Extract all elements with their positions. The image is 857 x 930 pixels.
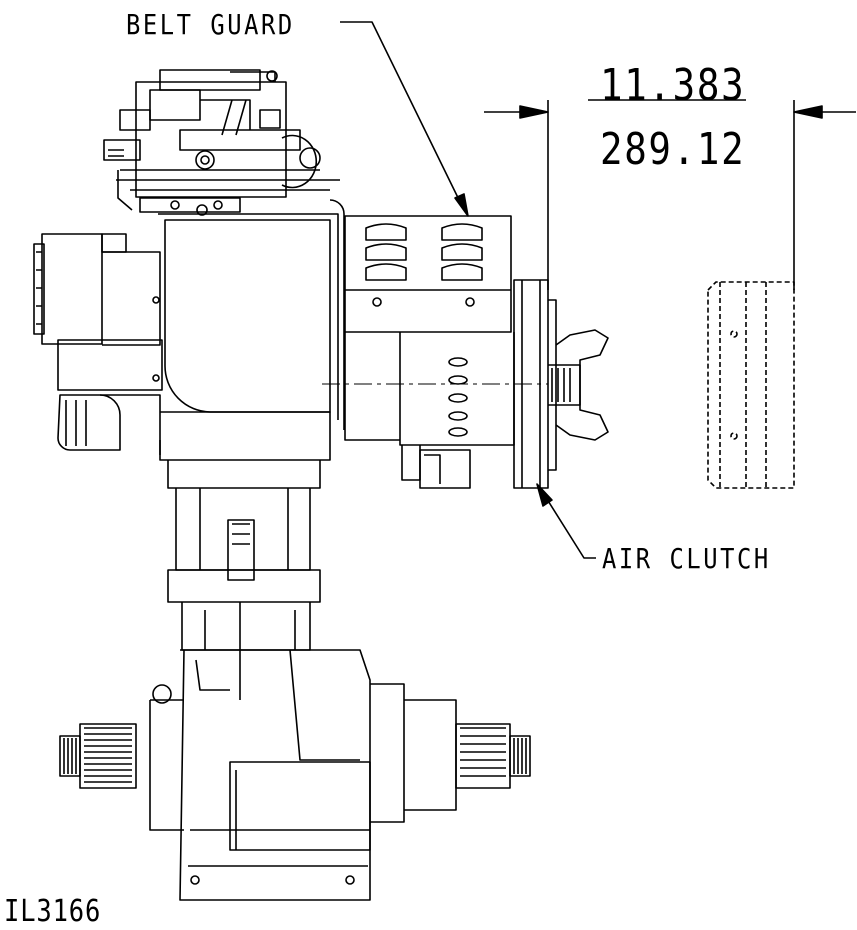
air-clutch-callout: AIR CLUTCH [602, 542, 771, 575]
input-shaft [60, 684, 530, 822]
dimension-inches: 11.383 [600, 60, 746, 111]
dimension-11-383 [484, 100, 856, 290]
gearbox-body [158, 200, 344, 570]
air-clutch-leader [540, 488, 596, 558]
valve-cluster [104, 70, 340, 215]
belt-guard-leader-arrow [455, 194, 468, 216]
left-mount [34, 234, 162, 455]
dimension-millimeters: 289.12 [600, 124, 746, 175]
belt-guard-leader [340, 22, 464, 210]
clutch-hidden-outline [708, 282, 794, 488]
belt-guard [345, 216, 514, 488]
belt-guard-callout: BELT GUARD [126, 8, 295, 41]
drawing-id: IL3166 [4, 894, 102, 929]
pump-head [150, 520, 370, 900]
air-clutch-leader-arrow [537, 484, 552, 506]
